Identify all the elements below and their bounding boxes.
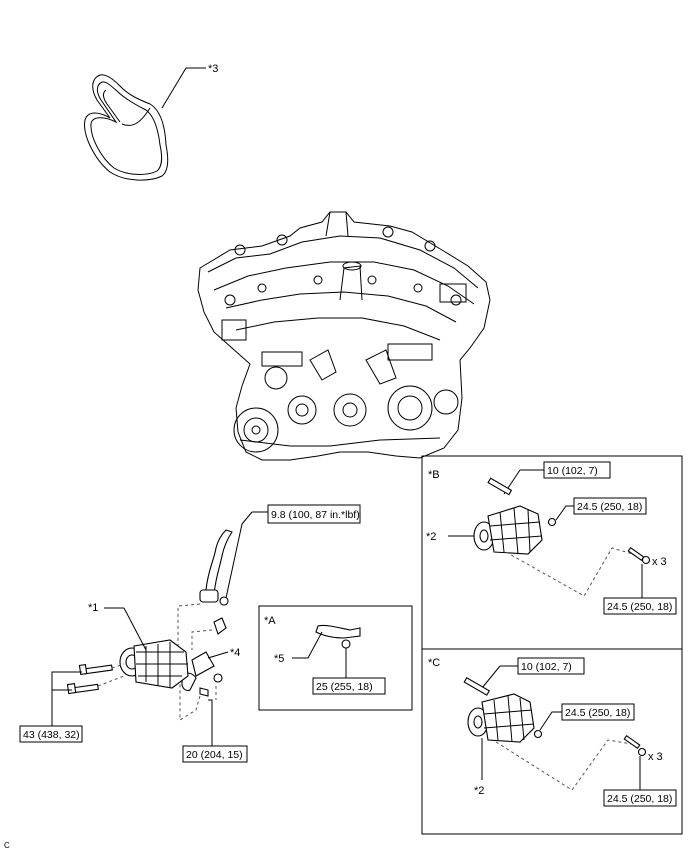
hose-bolt — [219, 596, 229, 606]
guide-line-bolt-b — [97, 675, 125, 687]
bracket-bolt-leader — [208, 699, 213, 746]
c-bolt — [623, 735, 641, 749]
callout-3: *3 — [208, 63, 218, 75]
callout-a: *A — [264, 615, 276, 627]
b-guide-line — [505, 547, 641, 597]
c-guide-line — [495, 739, 633, 791]
b-qty: x 3 — [652, 556, 667, 568]
hose-bolt-leader — [225, 523, 243, 599]
guide-line-bolt-a — [111, 663, 125, 669]
engine-assembly — [197, 211, 491, 461]
torque-c-bolts: 24.5 (250, 18) — [607, 793, 672, 805]
c-stud — [463, 677, 491, 696]
corner-mark: C — [4, 841, 10, 850]
c-nut — [533, 729, 543, 739]
torque-box-detail-a: 25 (255, 18) — [312, 677, 386, 695]
guide-line-b — [191, 629, 213, 650]
compressor-b — [473, 505, 543, 555]
detail-a-nut — [341, 639, 351, 649]
c-bolt-head — [637, 747, 647, 757]
bracket-bolt — [199, 687, 209, 697]
torque-box-bracket-bolt: 20 (204, 15) — [182, 745, 248, 763]
hose-assembly — [199, 529, 233, 603]
hose-bolt-leader-b — [241, 511, 253, 525]
alternator-bolt-lower — [66, 683, 99, 695]
alternator-bracket — [191, 651, 215, 677]
torque-box-b-nut: 24.5 (250, 18) — [573, 497, 647, 515]
b-stud — [487, 477, 513, 496]
torque-box-c-nut: 24.5 (250, 18) — [561, 703, 635, 721]
callout-4: *4 — [230, 647, 240, 659]
torque-b-bolts: 24.5 (250, 18) — [607, 601, 672, 613]
callout-4-leader — [207, 651, 229, 659]
torque-box-b-stud: 10 (102, 7) — [543, 461, 611, 479]
callout-b: *B — [428, 469, 440, 481]
callout-5: *5 — [274, 653, 284, 665]
connector-fitting — [213, 617, 227, 635]
torque-box-c-stud: 10 (102, 7) — [517, 657, 585, 675]
detail-a-bracket — [315, 624, 361, 639]
belt-leader-line — [161, 67, 187, 109]
c-nut-leader — [539, 711, 562, 731]
torque-c-nut: 24.5 (250, 18) — [565, 707, 630, 719]
b-nut-leader — [555, 505, 574, 521]
guide-line-c — [179, 680, 201, 721]
callout-c: *C — [428, 657, 440, 669]
drive-belt — [84, 74, 169, 181]
callout-1-leader — [123, 607, 147, 651]
torque-c-stud: 10 (102, 7) — [521, 661, 572, 673]
b-bolt — [627, 547, 645, 561]
detail-bc-frame — [421, 455, 683, 835]
alt-bolt-leader — [51, 671, 82, 726]
b-nut — [547, 517, 557, 527]
torque-hose-bolt: 9.8 (100, 87 in.*lbf) — [271, 509, 360, 521]
guide-line-a — [177, 603, 201, 660]
torque-box-b-bolts: 24.5 (250, 18) — [603, 597, 677, 615]
torque-b-stud: 10 (102, 7) — [547, 465, 598, 477]
torque-box-c-bolts: 24.5 (250, 18) — [603, 789, 677, 807]
callout-5-leader — [292, 631, 323, 659]
torque-b-nut: 24.5 (250, 18) — [577, 501, 642, 513]
bracket-nut — [213, 673, 223, 683]
alternator-bolt-upper — [78, 664, 113, 675]
torque-detail-a: 25 (255, 18) — [316, 681, 373, 693]
callout-2-top: *2 — [426, 531, 436, 543]
b-bolt-head — [641, 555, 651, 565]
callout-2-bottom: *2 — [474, 785, 484, 797]
compressor-c — [467, 693, 535, 743]
detail-a-frame — [258, 605, 413, 711]
alternator — [119, 639, 189, 689]
torque-alt-bolts: 43 (438, 32) — [23, 729, 80, 741]
c-stud-leader-b — [481, 665, 501, 689]
torque-bracket-bolt: 20 (204, 15) — [186, 749, 243, 761]
c-qty: x 3 — [648, 751, 663, 763]
torque-box-hose-bolt: 9.8 (100, 87 in.*lbf) — [267, 504, 361, 524]
callout-1: *1 — [88, 602, 98, 614]
torque-box-alt-bolts: 43 (438, 32) — [19, 725, 83, 743]
